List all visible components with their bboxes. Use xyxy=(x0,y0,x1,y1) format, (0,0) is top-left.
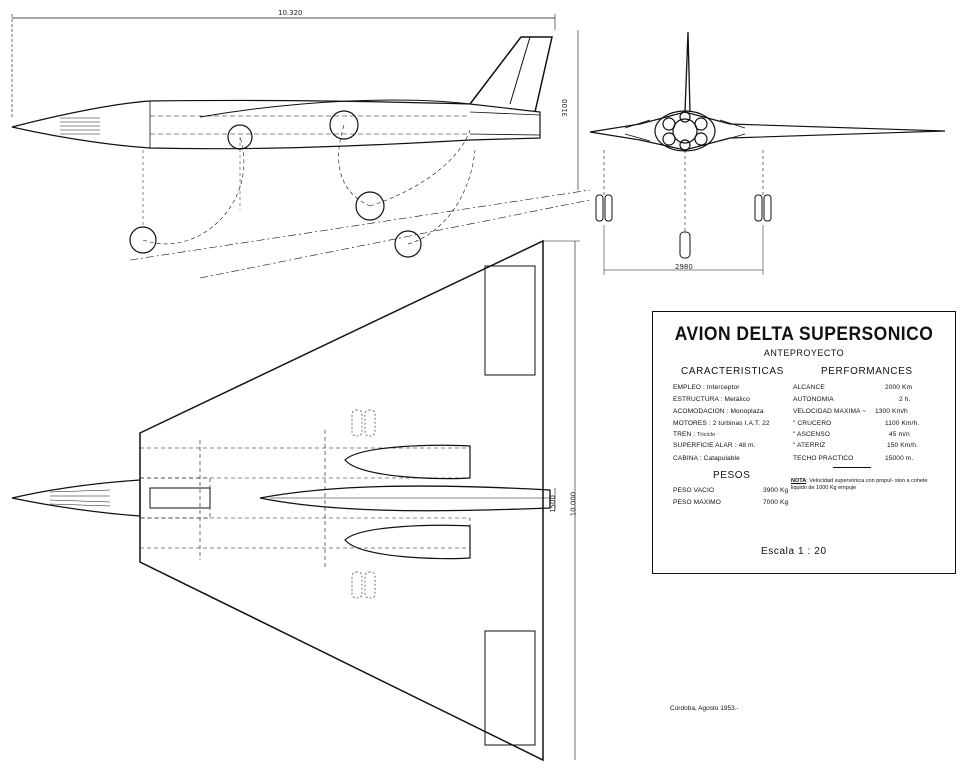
performance-value: 150 Km/h. xyxy=(887,442,918,449)
spec-value: Triciclo xyxy=(697,432,716,438)
spec-label: MOTORES : xyxy=(673,420,711,427)
performance-row: " ASCENSO 45 m/n xyxy=(793,431,910,438)
spec-row: EMPLEO : Interceptor xyxy=(673,384,740,391)
performance-row: " ATERRIZ 150 Km/h. xyxy=(793,442,918,449)
spec-label: CABINA : xyxy=(673,455,702,462)
performance-label: AUTONOMIA xyxy=(793,396,834,403)
drawing-title: AVION DELTA SUPERSONICO xyxy=(674,324,934,345)
title-block: AVION DELTA SUPERSONICO ANTEPROYECTO CAR… xyxy=(652,311,956,574)
performance-value: 2000 Km xyxy=(885,384,913,391)
note: NOTA: Velocidad supersónica con propul- … xyxy=(791,478,941,492)
front-view xyxy=(577,30,946,275)
height-label: 3100 xyxy=(560,99,569,117)
spec-value: Metálico xyxy=(724,396,750,403)
performance-label: TECHO PRACTICO xyxy=(793,455,854,462)
track-label: 2980 xyxy=(675,263,693,271)
performance-row: TECHO PRACTICO 15000 m. xyxy=(793,455,913,462)
performances-heading: PERFORMANCES xyxy=(821,366,913,377)
spec-value: 2 turbinas I.A.T. 22 xyxy=(712,420,770,427)
note-label: NOTA xyxy=(791,478,807,484)
weight-label: PESO VACIO xyxy=(673,487,715,494)
weight-row: PESO VACIO 3900 Kg xyxy=(673,487,788,494)
performance-label: " CRUCERO xyxy=(793,420,832,427)
performance-value: 1100 Km/h. xyxy=(885,420,920,427)
spec-row: MOTORES : 2 turbinas I.A.T. 22 xyxy=(673,420,770,427)
spec-label: SUPERFICIE ALAR : xyxy=(673,442,737,449)
scale-label: Escala 1 : 20 xyxy=(761,546,827,557)
spec-row: ACOMODACION : Monoplaza xyxy=(673,408,764,415)
performance-row: ALCANCE 2000 Km xyxy=(793,384,912,391)
performance-value: 1300 Km/h xyxy=(875,408,908,415)
weight-row: PESO MAXIMO 7000 Kg xyxy=(673,499,788,506)
pesos-heading: PESOS xyxy=(713,470,751,481)
spec-row: CABINA : Catapulable xyxy=(673,455,740,462)
weight-value: 3900 Kg xyxy=(763,487,789,494)
divider xyxy=(833,467,871,468)
spec-label: ESTRUCTURA : xyxy=(673,396,723,403)
performance-value: 45 m/n xyxy=(889,431,910,438)
spec-label: EMPLEO : xyxy=(673,384,705,391)
spec-label: ACOMODACION : xyxy=(673,408,729,415)
performance-label: VELOCIDAD MAXIMA ~ xyxy=(793,408,867,415)
span-label: 10.000 xyxy=(569,491,578,517)
note-text: : Velocidad supersónica con propul- sion… xyxy=(791,478,928,491)
side-view xyxy=(11,14,591,279)
spec-row: TREN : Triciclo xyxy=(673,431,715,438)
performance-row: " CRUCERO 1100 Km/h. xyxy=(793,420,919,427)
drawing-subtitle: ANTEPROYECTO xyxy=(763,348,845,358)
spec-value: Interceptor xyxy=(706,384,740,391)
weight-label: PESO MAXIMO xyxy=(673,499,721,506)
performance-row: VELOCIDAD MAXIMA ~ 1300 Km/h xyxy=(793,408,908,415)
performance-row: AUTONOMIA 2 h. xyxy=(793,396,910,403)
performance-label: ALCANCE xyxy=(793,384,825,391)
performance-value: 15000 m. xyxy=(885,455,914,462)
fuselage-width-label: 1500 xyxy=(548,495,557,513)
spec-label: TREN : xyxy=(673,431,696,438)
spec-value: Catapulable xyxy=(703,455,740,462)
spec-value: 48 m. xyxy=(738,442,756,449)
spec-row: SUPERFICIE ALAR : 48 m. xyxy=(673,442,756,449)
plan-view xyxy=(11,239,580,762)
caracteristicas-heading: CARACTERISTICAS xyxy=(681,366,784,377)
footer-date: Cordoba, Agosto 1953.- xyxy=(670,705,739,712)
performance-label: " ATERRIZ xyxy=(793,442,826,449)
performance-value: 2 h. xyxy=(899,396,911,403)
spec-value: Monoplaza xyxy=(730,408,764,415)
spec-row: ESTRUCTURA : Metálico xyxy=(673,396,750,403)
weight-value: 7000 Kg xyxy=(763,499,789,506)
performance-label: " ASCENSO xyxy=(793,431,830,438)
overall-length-label: 10.320 xyxy=(278,9,303,17)
